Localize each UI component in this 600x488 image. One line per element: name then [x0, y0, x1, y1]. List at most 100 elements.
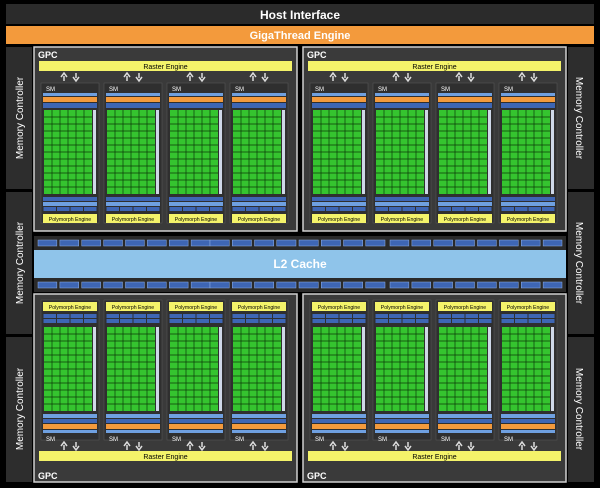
texture-unit	[246, 319, 259, 323]
polymorph-engine	[106, 302, 160, 311]
load-store-units	[425, 327, 428, 411]
texture-unit	[353, 314, 366, 318]
texture-unit	[389, 314, 402, 318]
texture-unit	[259, 314, 272, 318]
shared-memory	[312, 414, 366, 418]
load-store-units	[93, 327, 96, 411]
sm-label: SM	[109, 437, 118, 443]
texture-unit	[70, 319, 83, 323]
texture-unit	[43, 207, 56, 211]
sm-instruction-cache	[438, 430, 492, 433]
shared-memory	[232, 202, 286, 206]
shared-memory	[43, 202, 97, 206]
texture-unit	[133, 207, 146, 211]
texture-unit	[326, 207, 339, 211]
crossbar-block	[232, 281, 252, 289]
shared-memory	[169, 202, 223, 206]
texture-unit	[196, 207, 209, 211]
texture-unit	[326, 314, 339, 318]
texture-unit	[183, 207, 196, 211]
sm-instruction-cache	[375, 93, 429, 96]
sm-register-file	[375, 103, 429, 108]
polymorph-engine-label: Polymorph Engine	[507, 305, 550, 311]
sm-warp-scheduler	[501, 97, 555, 102]
polymorph-engine-label: Polymorph Engine	[238, 305, 281, 311]
crossbar-block	[433, 281, 453, 289]
crossbar-block	[103, 281, 123, 289]
sm-register-file	[43, 103, 97, 108]
interconnect	[232, 197, 286, 201]
texture-unit	[452, 207, 465, 211]
sm-warp-scheduler	[106, 97, 160, 102]
crossbar-block	[477, 239, 497, 247]
crossbar-block	[499, 281, 519, 289]
crossbar-block	[209, 239, 230, 247]
shared-memory	[501, 202, 555, 206]
polymorph-engine-label: Polymorph Engine	[175, 217, 218, 223]
sm-warp-scheduler	[438, 97, 492, 102]
polymorph-engine-label: Polymorph Engine	[112, 217, 155, 223]
sm-instruction-cache	[106, 93, 160, 96]
texture-unit	[479, 207, 492, 211]
register-file	[438, 419, 492, 423]
texture-unit	[375, 319, 388, 323]
texture-unit	[70, 207, 83, 211]
texture-unit	[479, 319, 492, 323]
sm-instruction-cache	[438, 93, 492, 96]
texture-unit	[515, 319, 528, 323]
sm-register-file	[232, 103, 286, 108]
raster-engine-label: Raster Engine	[143, 454, 187, 461]
texture-unit	[542, 207, 555, 211]
interconnect	[501, 197, 555, 201]
sm-label: SM	[109, 87, 118, 93]
memory-controller-right-top: Memory Controller	[568, 47, 594, 189]
texture-unit	[133, 314, 146, 318]
polymorph-engine-label: Polymorph Engine	[49, 305, 92, 311]
sm-label: SM	[441, 87, 450, 93]
memory-controller-right-bottom: Memory Controller	[568, 337, 594, 482]
sm-instruction-cache	[232, 430, 286, 433]
memory-controller-left-bottom: Memory Controller	[6, 337, 32, 482]
crossbar-block	[169, 281, 189, 289]
texture-unit	[438, 314, 451, 318]
sm-warp-scheduler	[232, 424, 286, 429]
texture-unit	[84, 314, 97, 318]
crossbar-block	[321, 239, 341, 247]
polymorph-engine	[169, 214, 223, 223]
sm-label: SM	[315, 437, 324, 443]
sm-instruction-cache	[501, 93, 555, 96]
raster-engine-label: Raster Engine	[143, 64, 187, 71]
crossbar-block	[81, 239, 101, 247]
sm-instruction-cache	[312, 430, 366, 433]
texture-unit	[438, 207, 451, 211]
texture-unit	[389, 207, 402, 211]
sm-register-file	[169, 103, 223, 108]
texture-unit	[232, 319, 245, 323]
texture-unit	[232, 207, 245, 211]
texture-unit	[353, 319, 366, 323]
polymorph-engine-label: Polymorph Engine	[175, 305, 218, 311]
crossbar-block	[455, 239, 475, 247]
polymorph-engine	[312, 302, 366, 311]
texture-unit	[147, 314, 160, 318]
sm-label: SM	[315, 87, 324, 93]
crossbar-top-blocks	[37, 239, 563, 247]
interconnect	[312, 197, 366, 201]
load-store-units	[425, 110, 428, 194]
sm-register-file	[312, 103, 366, 108]
texture-unit	[389, 319, 402, 323]
crossbar-block	[103, 239, 123, 247]
texture-unit	[43, 319, 56, 323]
shared-memory	[232, 414, 286, 418]
arrow-up-icon	[186, 71, 194, 81]
texture-unit	[528, 319, 541, 323]
crossbar-block	[276, 239, 297, 247]
arrow-up-icon	[455, 440, 463, 450]
sm-warp-scheduler	[312, 424, 366, 429]
sm-label: SM	[46, 437, 55, 443]
sm-label: SM	[172, 437, 181, 443]
